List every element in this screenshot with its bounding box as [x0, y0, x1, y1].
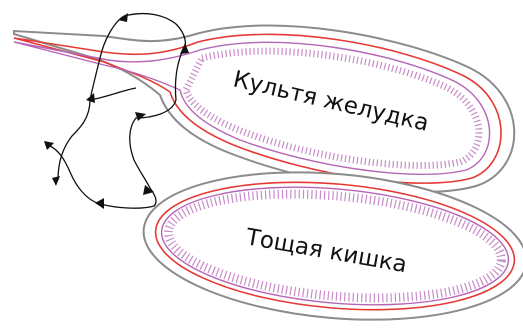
arrowhead-icon	[86, 93, 95, 103]
arrowhead-icon	[95, 198, 104, 209]
arrowhead-icon	[118, 13, 128, 22]
arrowhead-icon	[52, 176, 60, 186]
suture-upper-cross	[90, 88, 136, 100]
arrowhead-icon	[135, 112, 146, 121]
arrowhead-icon	[44, 141, 54, 150]
